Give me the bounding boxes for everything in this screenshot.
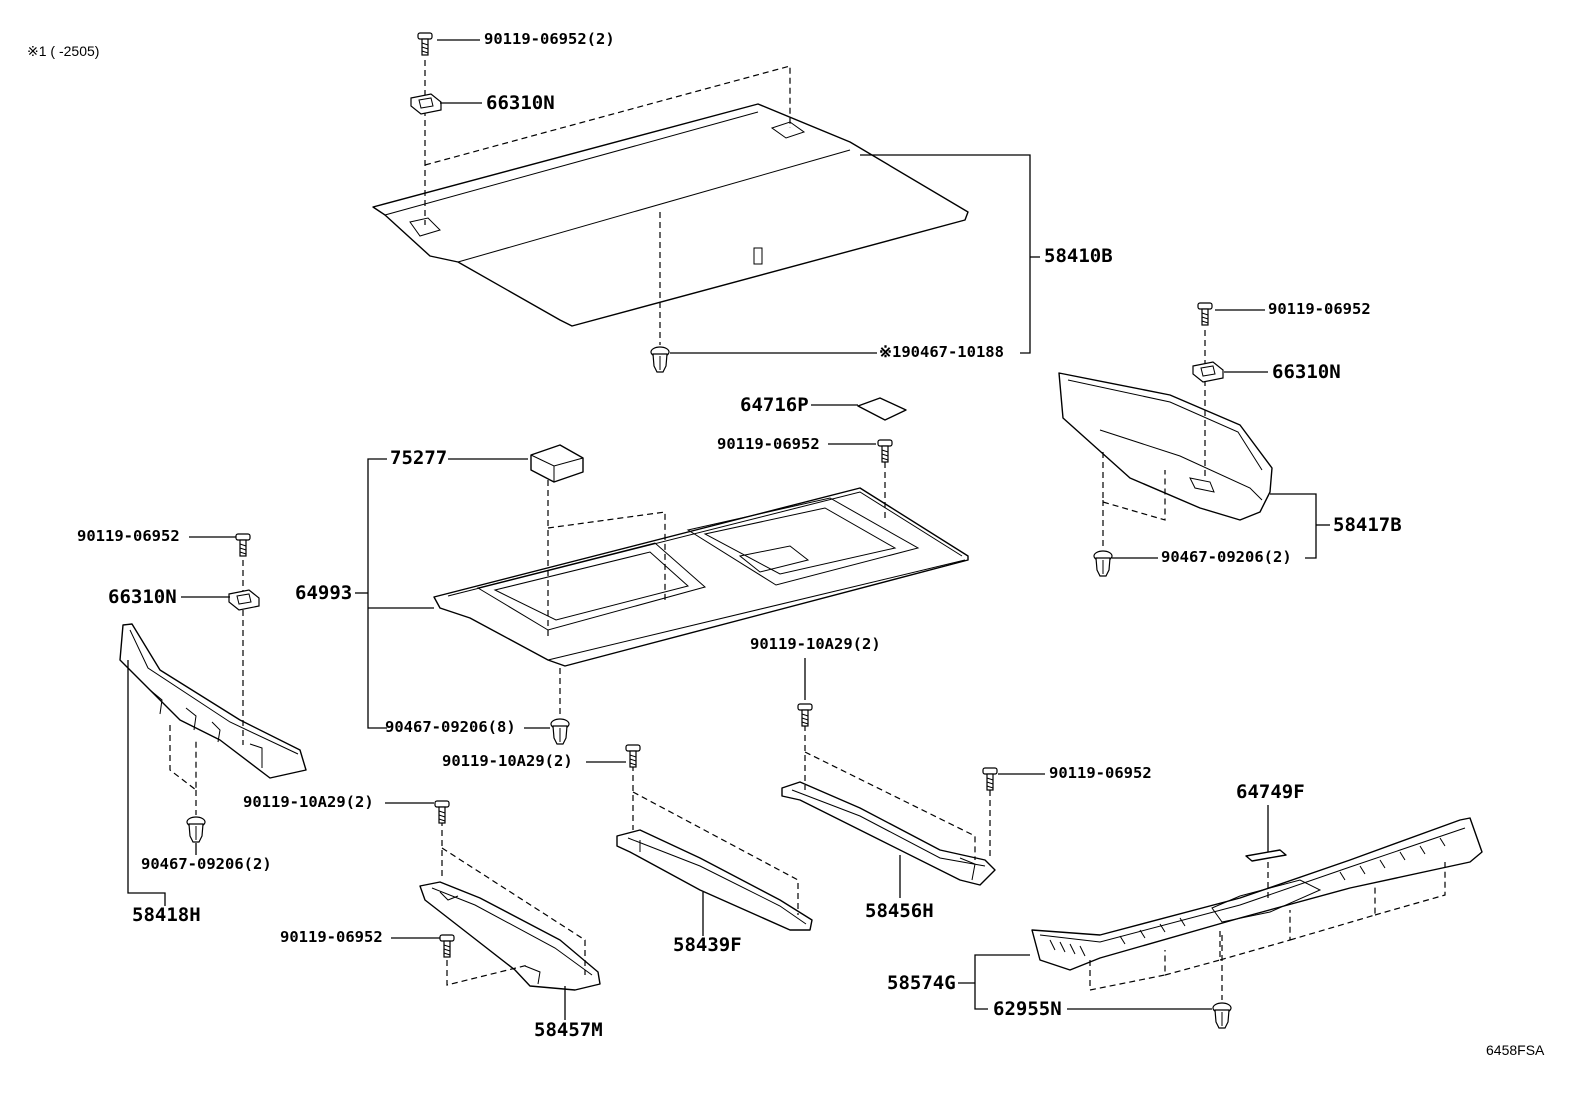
callout-58410B[interactable]: 58410B [1044, 245, 1113, 267]
callout-90467-09206-2-left[interactable]: 90467-09206(2) [141, 855, 272, 873]
cover-64716P [857, 397, 907, 421]
callout-75277[interactable]: 75277 [390, 447, 448, 469]
callout-58456H[interactable]: 58456H [865, 900, 934, 922]
callout-64993[interactable]: 64993 [295, 582, 353, 604]
callout-90467-09206-8[interactable]: 90467-09206(8) [385, 718, 516, 736]
callout-90119-06952-left[interactable]: 90119-06952 [77, 527, 180, 545]
callout-58457M[interactable]: 58457M [534, 1019, 603, 1041]
side-trim-58417B [1058, 372, 1273, 521]
side-trim-58418H [119, 623, 307, 779]
deck-board-58410B [372, 103, 969, 327]
callout-90119-06952-bottom-left[interactable]: 90119-06952 [280, 928, 383, 946]
scuff-plate-58456H [781, 781, 996, 886]
callout-62955N[interactable]: 62955N [993, 998, 1062, 1020]
floor-tray-64993 [433, 487, 969, 667]
callout-90119-10A29-2-b[interactable]: 90119-10A29(2) [442, 752, 573, 770]
callout-66310N-right[interactable]: 66310N [1272, 361, 1341, 383]
callout-66310N-top[interactable]: 66310N [486, 92, 555, 114]
scuff-plate-58457M [419, 881, 601, 991]
callout-64749F[interactable]: 64749F [1236, 781, 1305, 803]
callout-90119-06952-center[interactable]: 90119-06952 [1049, 764, 1152, 782]
callout-90119-06952-mid[interactable]: 90119-06952 [717, 435, 820, 453]
callout-58418H[interactable]: 58418H [132, 904, 201, 926]
callout-90119-06952-right[interactable]: 90119-06952 [1268, 300, 1371, 318]
sheet-code: 6458FSA [1486, 1042, 1545, 1058]
retainer-75277 [530, 444, 584, 483]
header-note: ※1 ( -2505) [27, 43, 100, 59]
callout-58439F[interactable]: 58439F [673, 934, 742, 956]
callout-66310N-left[interactable]: 66310N [108, 586, 177, 608]
pad-64749F [1245, 849, 1287, 862]
rear-scuff-plate-58574G [1031, 817, 1483, 971]
callout-64716P[interactable]: 64716P [740, 394, 809, 416]
scuff-plate-58439F [616, 829, 813, 931]
callout-90467-09206-2-right[interactable]: 90467-09206(2) [1161, 548, 1292, 566]
callout-90467-10188[interactable]: ※190467-10188 [879, 343, 1004, 361]
callout-58574G[interactable]: 58574G [887, 972, 956, 994]
callout-90119-10A29-2-a[interactable]: 90119-10A29(2) [243, 793, 374, 811]
callout-58417B[interactable]: 58417B [1333, 514, 1402, 536]
callout-90119-06952-2-top[interactable]: 90119-06952(2) [484, 30, 615, 48]
callout-90119-10A29-2-c[interactable]: 90119-10A29(2) [750, 635, 881, 653]
